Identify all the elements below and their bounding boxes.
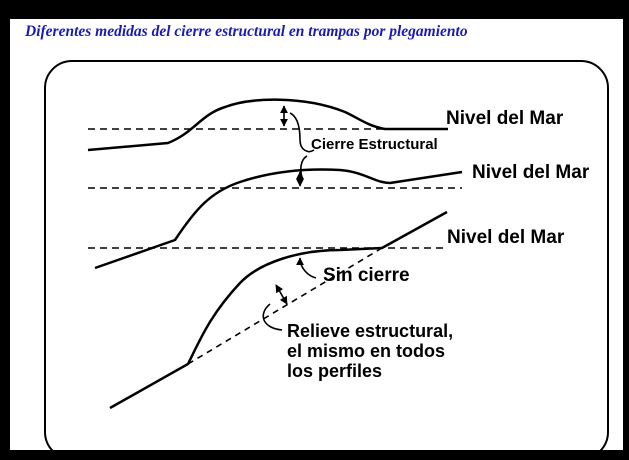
relief-line-2: el mismo en todos [287,341,446,361]
sea-level-label-1: Nivel del Mar [446,108,564,129]
closure-leader-line [289,112,315,179]
no-closure-pointer [296,257,317,279]
sea-level-label-3: Nivel del Mar [447,227,565,248]
sea-level-label-2: Nivel del Mar [472,162,590,183]
fold-profile-3 [109,210,448,410]
relief-leader-line [262,303,283,331]
no-closure-dashed-line [187,247,383,365]
fold-trap-diagram [87,98,463,410]
relief-arrow [275,284,288,305]
relief-line-3: los perfiles [287,361,383,381]
no-closure-label: Sin cierre [323,265,410,286]
fold-profile-1 [87,98,448,152]
structural-closure-label: Cierre Estructural [311,136,438,153]
relief-line-1: Relieve estructural, [287,321,454,341]
fold-profile-2 [94,168,463,270]
slide-title: Diferentes medidas del cierre estructura… [25,23,468,40]
structural-relief-label: Relieve estructural, el mismo en todos l… [287,321,453,381]
slide [10,19,623,450]
